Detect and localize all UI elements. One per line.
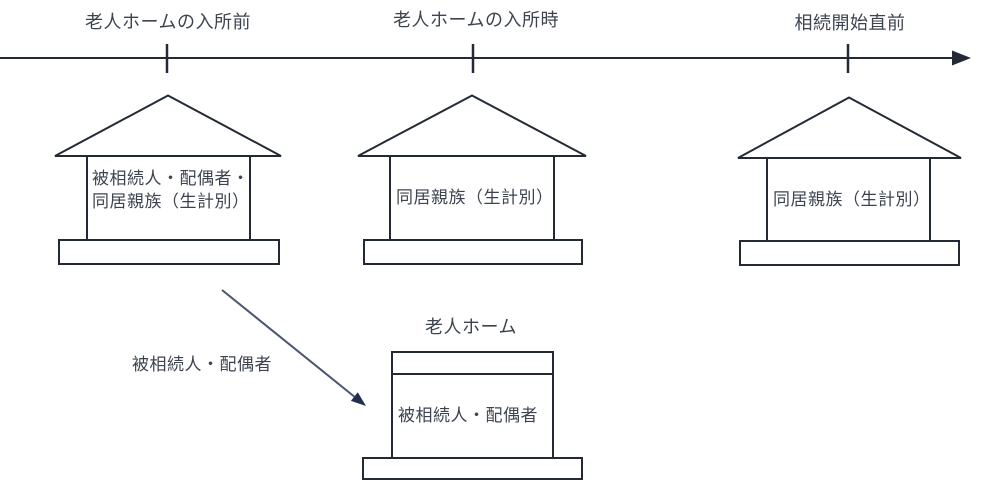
building-base — [362, 457, 583, 480]
house-roof-icon — [357, 94, 587, 157]
house-base — [363, 239, 583, 265]
house-before-inheritance-icon — [737, 96, 962, 266]
house-before-inheritance-occupants: 同居親族（生計別） — [773, 190, 931, 209]
nursing-home-building-icon — [362, 351, 583, 480]
house-roof-icon — [54, 94, 282, 157]
timeline-label-before-admission: 老人ホームの入所前 — [85, 12, 251, 32]
move-arrow-line — [221, 289, 355, 398]
timeline-arrowhead-icon — [952, 50, 971, 66]
house-base — [58, 239, 280, 265]
house-base — [739, 240, 960, 266]
nursing-home-occupants: 被相続人・配偶者 — [398, 406, 538, 425]
house-at-admission-icon — [357, 94, 587, 265]
timeline-label-at-admission: 老人ホームの入所時 — [393, 10, 559, 30]
timeline-label-before-inheritance: 相続開始直前 — [794, 13, 906, 33]
nursing-home-title: 老人ホーム — [425, 317, 517, 337]
move-arrow-label: 被相続人・配偶者 — [132, 355, 272, 374]
move-arrow-icon — [221, 289, 366, 406]
house-roof-icon — [737, 96, 962, 159]
house-at-admission-occupants: 同居親族（生計別） — [396, 188, 554, 207]
house-before-admission-icon — [54, 94, 282, 265]
timeline-axis — [0, 44, 971, 73]
move-arrowhead-icon — [350, 392, 366, 406]
house-before-admission-occupants: 被相続人・配偶者・ 同居親族（生計別） — [92, 169, 250, 211]
